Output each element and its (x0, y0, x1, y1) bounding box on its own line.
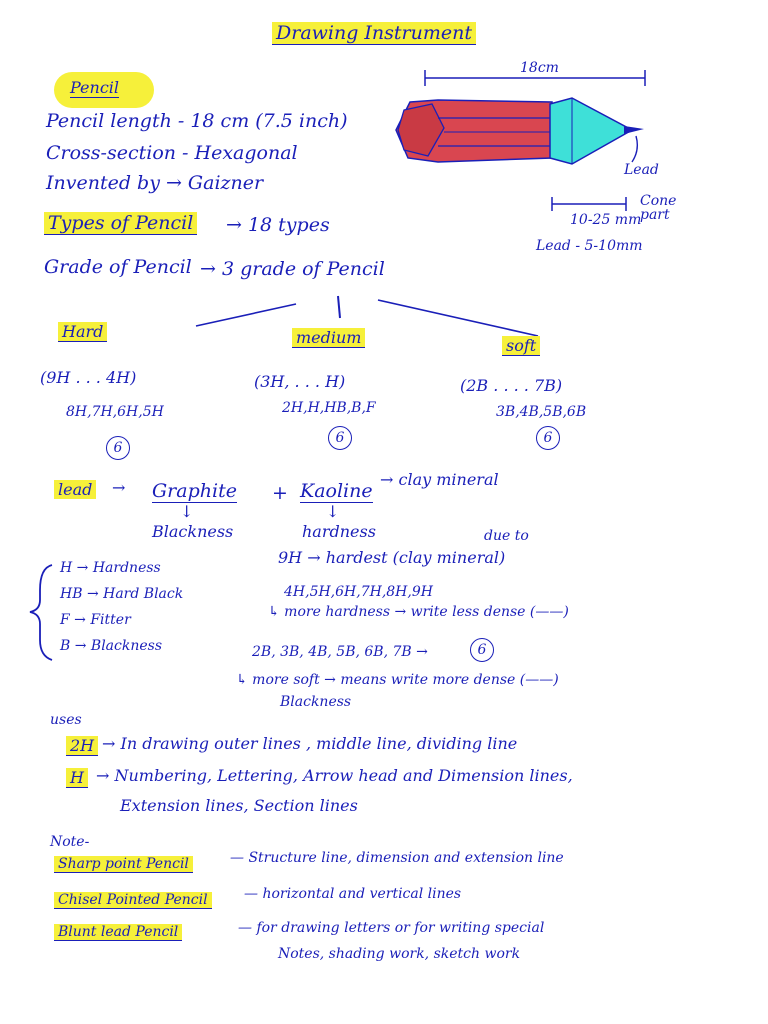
grade-medium-count: 6 (328, 426, 352, 450)
diagram-length-label: 18cm (520, 60, 559, 76)
note-text-blunt: — for drawing letters or for writing spe… (238, 920, 545, 936)
grade-hard-name: Hard (58, 322, 108, 342)
lead-hardness: hardness (302, 522, 376, 541)
lead-plus: + (272, 482, 288, 504)
pencil-cone (549, 97, 634, 165)
note-heading: Note- (50, 834, 90, 850)
uses-text-h-cont: Extension lines, Section lines (120, 796, 358, 815)
grade-soft-range: (2B . . . . 7B) (460, 376, 563, 395)
grade-hard-range: (9H . . . 4H) (40, 368, 137, 387)
uses-text-2h: → In drawing outer lines , middle line, … (102, 734, 518, 753)
diagram-lead-measure: Lead - 5-10mm (536, 238, 643, 254)
grade-value: → 3 grade of Pencil (200, 258, 385, 280)
lead-blackness: Blackness (152, 522, 234, 541)
lead-kaoline: Kaoline (300, 480, 373, 503)
pencil-heading: Pencil (70, 78, 120, 98)
uses-key-2h: 2H (66, 736, 99, 756)
lead-down-arrow-1: ↓ (180, 502, 194, 521)
grade-label: Grade of Pencil (44, 256, 192, 278)
pencil-inventor: Invented by → Gaizner (46, 172, 264, 194)
pencil-length: Pencil length - 18 cm (7.5 inch) (46, 110, 348, 132)
diagram-lead-label: Lead (624, 162, 659, 178)
grade-soft-name: soft (502, 336, 541, 356)
note-text-chisel: — horizontal and vertical lines (244, 886, 462, 902)
grade-hard-list: 8H,7H,6H,5H (66, 404, 164, 420)
legend-item-b: B → Blackness (60, 638, 163, 654)
diagram-cone-label: Cone part (640, 193, 677, 223)
lead-label: lead (54, 480, 97, 499)
grade-medium-range: (3H, . . . H) (254, 372, 346, 391)
branch-center (337, 295, 341, 319)
legend-brace (29, 564, 53, 661)
diagram-cone-measure: 10-25 mm (570, 212, 642, 228)
uses-text-h: → Numbering, Lettering, Arrow head and D… (96, 766, 573, 785)
legend-item-f: F → Fitter (60, 612, 131, 628)
lead-clay-mineral: → clay mineral (380, 470, 499, 489)
uses-heading: uses (50, 712, 82, 728)
note-soft-blackness: Blackness (280, 694, 352, 710)
pencil-end-face (397, 103, 445, 157)
note-key-chisel: Chisel Pointed Pencil (54, 892, 212, 909)
lead-arrow: → (112, 478, 126, 497)
uses-key-h: H (66, 768, 88, 788)
grade-medium-name: medium (292, 328, 366, 348)
pencil-cross-section: Cross-section - Hexagonal (46, 142, 298, 164)
note-text-blunt-cont: Notes, shading work, sketch work (278, 946, 521, 962)
pencil-lead-tip (624, 126, 644, 134)
lead-down-arrow-2: ↓ (326, 502, 340, 521)
note-soft-count: 6 (470, 638, 494, 662)
lead-pointer (631, 135, 639, 163)
note-key-blunt: Blunt lead Pencil (54, 924, 183, 941)
note-key-sharp: Sharp point Pencil (54, 856, 193, 873)
types-label: Types of Pencil (44, 212, 198, 235)
note-hard-list: 4H,5H,6H,7H,8H,9H (284, 584, 433, 600)
note-soft-desc: ↳ more soft → means write more dense (——… (236, 672, 559, 688)
note-text-sharp: — Structure line, dimension and extensio… (230, 850, 564, 866)
branch-right (377, 299, 539, 337)
lead-graphite: Graphite (152, 480, 237, 503)
note-hardest: 9H → hardest (clay mineral) (278, 548, 506, 567)
grade-soft-list: 3B,4B,5B,6B (496, 404, 587, 420)
legend-item-hb: HB → Hard Black (60, 586, 184, 602)
types-value: → 18 types (226, 214, 330, 236)
grade-hard-count: 6 (106, 436, 130, 460)
legend-item-h: H → Hardness (60, 560, 161, 576)
pencil-heading-cloud (54, 72, 154, 108)
page-title: Drawing Instrument (272, 22, 477, 45)
note-soft-list: 2B, 3B, 4B, 5B, 6B, 7B → (252, 644, 428, 660)
grade-medium-list: 2H,H,HB,B,F (282, 400, 376, 416)
branch-left (195, 303, 297, 327)
grade-soft-count: 6 (536, 426, 560, 450)
note-due-to: due to (484, 528, 529, 544)
note-hard-desc: ↳ more hardness → write less dense (——) (268, 604, 569, 620)
